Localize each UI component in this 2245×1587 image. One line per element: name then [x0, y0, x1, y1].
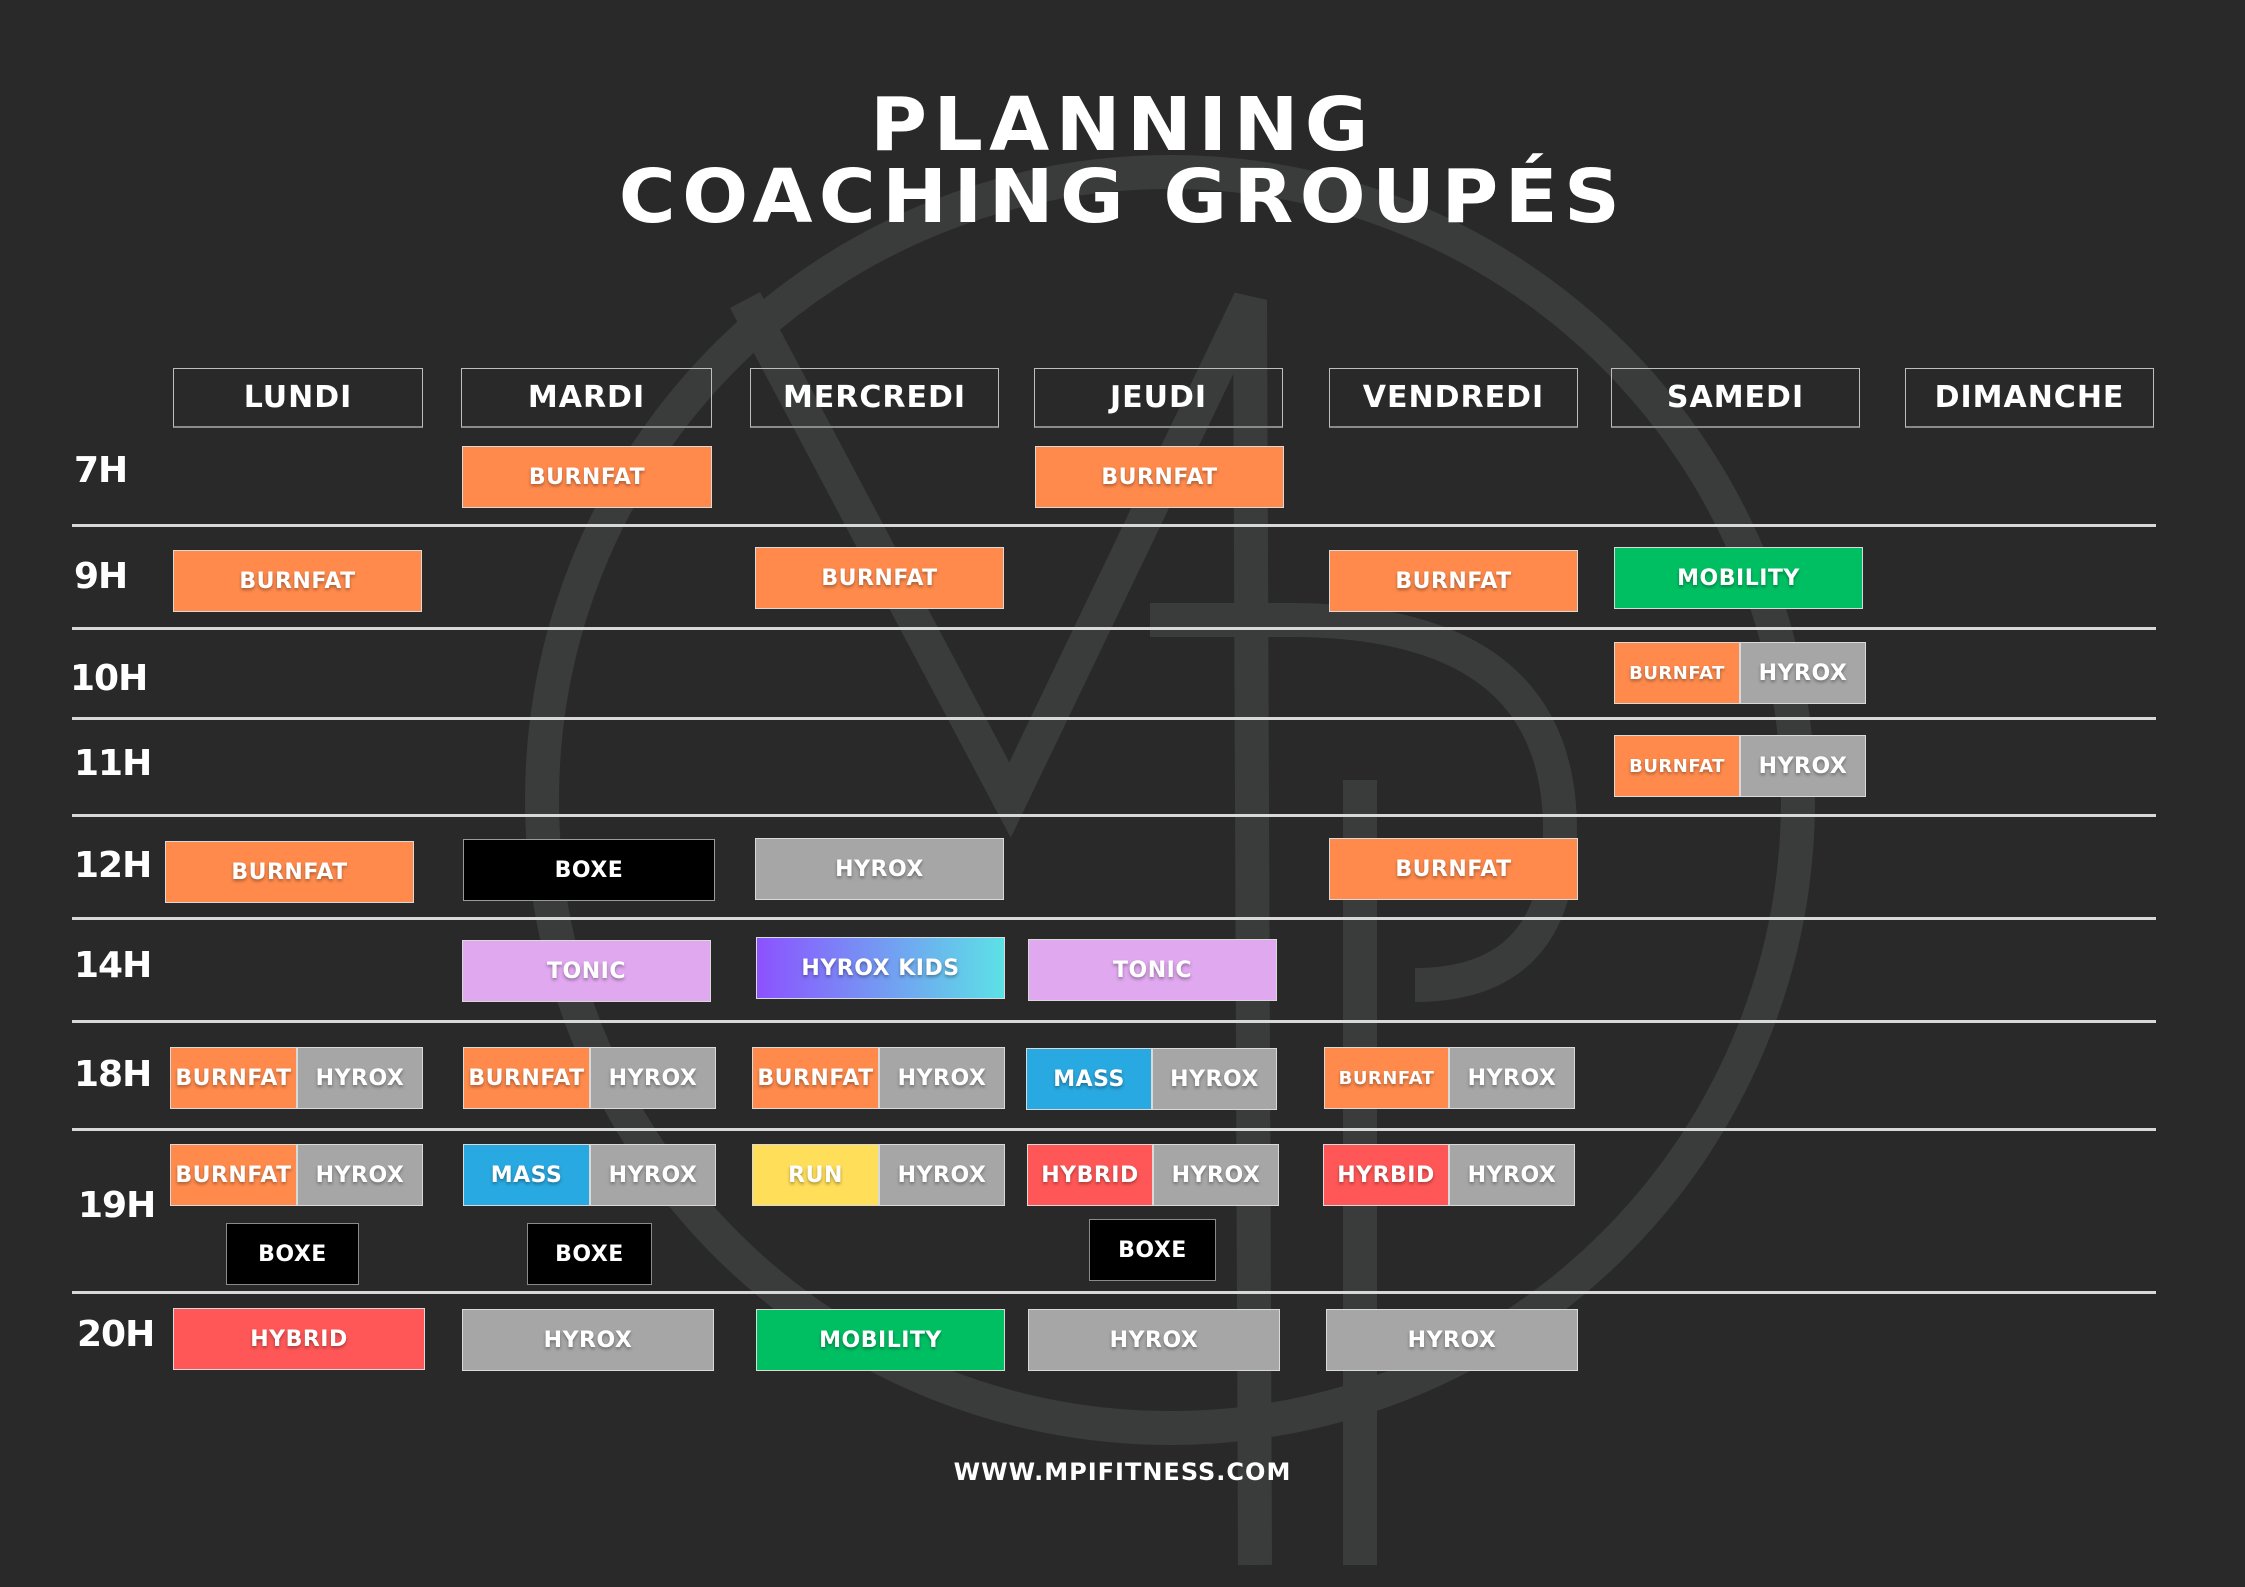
class-burnfat-lundi-12h[interactable]: BURNFAT	[165, 841, 414, 903]
day-header-mardi: MARDI	[461, 368, 712, 428]
row-divider	[72, 917, 2156, 920]
class-burnfat-vendredi-9h[interactable]: BURNFAT	[1329, 550, 1578, 612]
class-hyrox-jeudi-18h[interactable]: HYROX	[1152, 1048, 1277, 1110]
class-mobility-samedi-9h[interactable]: MOBILITY	[1614, 547, 1863, 609]
row-divider	[72, 1128, 2156, 1131]
class-hyrox-vendredi-20h[interactable]: HYROX	[1326, 1309, 1578, 1371]
class-tonic-jeudi-14h[interactable]: TONIC	[1028, 939, 1277, 1001]
class-burnfat-samedi-10h[interactable]: BURNFAT	[1614, 642, 1740, 704]
class-burnfat-lundi-9h[interactable]: BURNFAT	[173, 550, 422, 612]
row-divider	[72, 1291, 2156, 1294]
class-hyrox-vendredi-19h[interactable]: HYROX	[1449, 1144, 1575, 1206]
class-burnfat-mardi-18h[interactable]: BURNFAT	[463, 1047, 590, 1109]
class-boxe-mardi-12h[interactable]: BOXE	[463, 839, 715, 901]
class-run-mercredi-19h[interactable]: RUN	[752, 1144, 879, 1206]
class-burnfat-samedi-11h[interactable]: BURNFAT	[1614, 735, 1740, 797]
time-label-20h: 20H	[77, 1314, 155, 1355]
class-burnfat-mercredi-9h[interactable]: BURNFAT	[755, 547, 1004, 609]
row-divider	[72, 1020, 2156, 1023]
class-hyrox-mercredi-19h[interactable]: HYROX	[879, 1144, 1005, 1206]
class-hyrox-jeudi-19h[interactable]: HYROX	[1153, 1144, 1279, 1206]
class-hyrbid-vendredi-19h[interactable]: HYRBID	[1323, 1144, 1449, 1206]
day-header-vendredi: VENDREDI	[1329, 368, 1578, 428]
class-mobility-mercredi-20h[interactable]: MOBILITY	[756, 1309, 1005, 1371]
class-burnfat-jeudi-7h[interactable]: BURNFAT	[1035, 446, 1284, 508]
class-hyrox-samedi-10h[interactable]: HYROX	[1740, 642, 1866, 704]
class-hyrox-samedi-11h[interactable]: HYROX	[1740, 735, 1866, 797]
day-header-dimanche: DIMANCHE	[1905, 368, 2154, 428]
class-burnfat-lundi-18h[interactable]: BURNFAT	[170, 1047, 297, 1109]
time-label-7h: 7H	[74, 450, 128, 491]
class-hyrox-kids-mercredi-14h[interactable]: HYROX KIDS	[756, 937, 1005, 999]
class-hyrox-mercredi-18h[interactable]: HYROX	[879, 1047, 1005, 1109]
class-mass-mardi-19h[interactable]: MASS	[463, 1144, 590, 1206]
time-label-10h: 10H	[70, 658, 148, 699]
page-title-line1: PLANNING	[870, 82, 1375, 168]
class-hyrox-mercredi-12h[interactable]: HYROX	[755, 838, 1004, 900]
row-divider	[72, 717, 2156, 720]
class-tonic-mardi-14h[interactable]: TONIC	[462, 940, 711, 1002]
class-hyrox-vendredi-18h[interactable]: HYROX	[1449, 1047, 1575, 1109]
row-divider	[72, 524, 2156, 527]
class-hyrox-lundi-19h[interactable]: HYROX	[297, 1144, 423, 1206]
class-boxe-lundi-19h[interactable]: BOXE	[226, 1223, 359, 1285]
class-mass-jeudi-18h[interactable]: MASS	[1026, 1048, 1152, 1110]
day-header-jeudi: JEUDI	[1034, 368, 1283, 428]
class-hyrox-lundi-18h[interactable]: HYROX	[297, 1047, 423, 1109]
time-label-14h: 14H	[74, 945, 152, 986]
row-divider	[72, 814, 2156, 817]
class-boxe-mardi-19h[interactable]: BOXE	[527, 1223, 652, 1285]
class-hyrox-mardi-20h[interactable]: HYROX	[462, 1309, 714, 1371]
day-header-mercredi: MERCREDI	[750, 368, 999, 428]
time-label-19h: 19H	[78, 1185, 156, 1226]
day-header-samedi: SAMEDI	[1611, 368, 1860, 428]
class-burnfat-vendredi-12h[interactable]: BURNFAT	[1329, 838, 1578, 900]
class-burnfat-vendredi-18h[interactable]: BURNFAT	[1324, 1047, 1449, 1109]
day-header-lundi: LUNDI	[173, 368, 423, 428]
class-hyrox-jeudi-20h[interactable]: HYROX	[1028, 1309, 1280, 1371]
class-burnfat-mercredi-18h[interactable]: BURNFAT	[752, 1047, 879, 1109]
class-burnfat-lundi-19h[interactable]: BURNFAT	[170, 1144, 297, 1206]
class-boxe-jeudi-19h[interactable]: BOXE	[1089, 1219, 1216, 1281]
time-label-18h: 18H	[74, 1054, 152, 1095]
time-label-9h: 9H	[74, 556, 128, 597]
time-label-11h: 11H	[74, 743, 152, 784]
class-hybrid-jeudi-19h[interactable]: HYBRID	[1027, 1144, 1153, 1206]
footer-website-link[interactable]: WWW.MPIFITNESS.COM	[953, 1458, 1292, 1486]
class-hybrid-lundi-20h[interactable]: HYBRID	[173, 1308, 425, 1370]
class-burnfat-mardi-7h[interactable]: BURNFAT	[462, 446, 712, 508]
page-title-line2: COACHING GROUPÉS	[618, 154, 1627, 240]
row-divider	[72, 627, 2156, 630]
class-hyrox-mardi-19h[interactable]: HYROX	[590, 1144, 716, 1206]
class-hyrox-mardi-18h[interactable]: HYROX	[590, 1047, 716, 1109]
time-label-12h: 12H	[74, 845, 152, 886]
